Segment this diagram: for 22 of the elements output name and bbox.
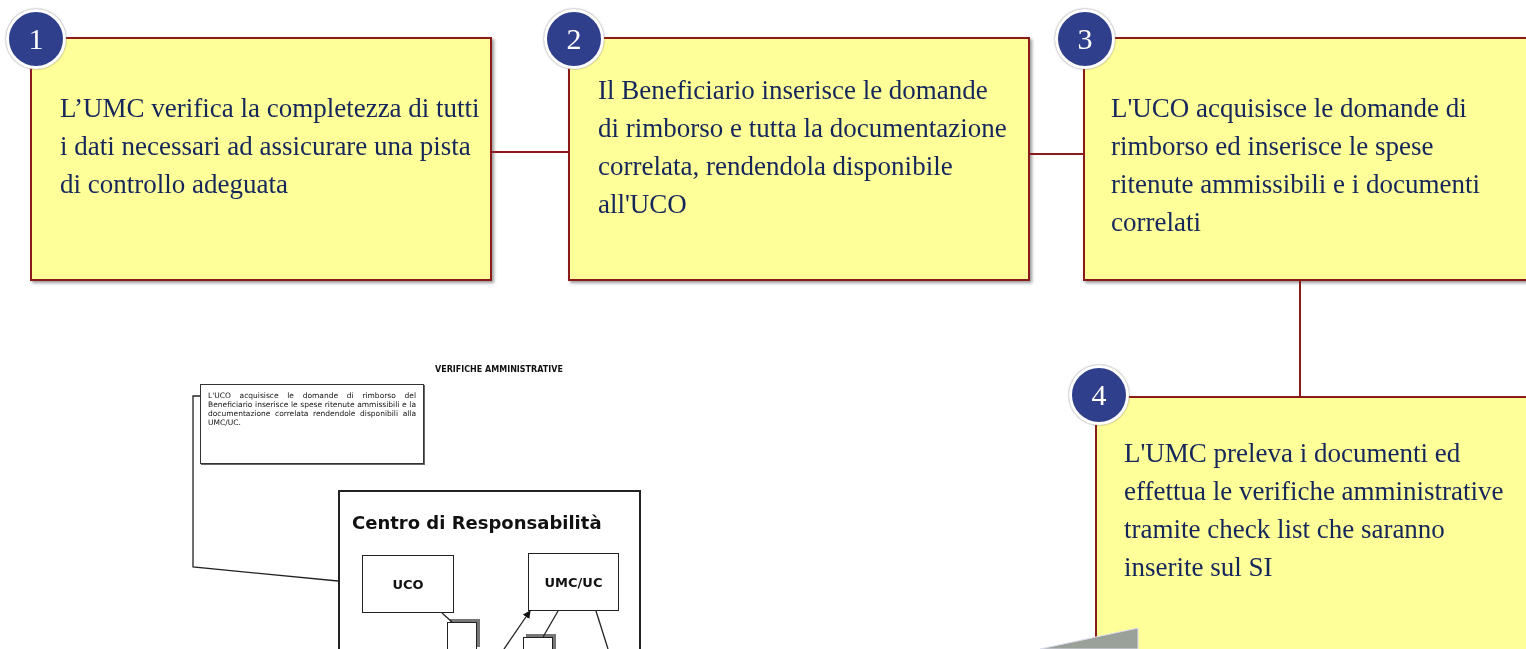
step-number-badge: 4 xyxy=(1069,365,1129,425)
group-box xyxy=(338,490,641,649)
step-description: L’UMC verifica la completezza di tutti i dati necessari ad assicurare una pista di controllo adeguata xyxy=(60,92,480,201)
connector-line xyxy=(1029,153,1084,155)
connector-line xyxy=(542,610,559,638)
inset-title: VERIFICHE AMMINISTRATIVE xyxy=(435,365,563,374)
connector-line xyxy=(1299,280,1301,397)
step-description: L'UCO acquisisce le domande di rimborso ed inserisce le spese ritenute ammissibili e i documenti correlati xyxy=(1111,92,1481,239)
group-title: Centro di Responsabilità xyxy=(352,512,602,533)
unit-box: UMC/UC xyxy=(528,553,619,611)
connector-line xyxy=(491,151,569,153)
unit-box: UCO xyxy=(362,555,454,613)
arrow xyxy=(503,610,531,649)
connector-line xyxy=(441,612,453,623)
step-description: Il Beneficiario inserisce le domande di rimborso e tutta la documentazione correlata, rendendola disponibile all'UCO xyxy=(598,74,1008,221)
connector-line xyxy=(192,395,339,582)
document-stack-icon xyxy=(447,622,477,649)
step-number-badge: 2 xyxy=(544,9,604,69)
step-description: L'UMC preleva i documenti ed effettua le verifiche amministrative tramite check list che saranno inserite sul SI xyxy=(1124,437,1505,584)
step-number-badge: 3 xyxy=(1055,9,1115,69)
step-number-badge: 1 xyxy=(6,9,66,69)
connector-line xyxy=(595,610,609,649)
